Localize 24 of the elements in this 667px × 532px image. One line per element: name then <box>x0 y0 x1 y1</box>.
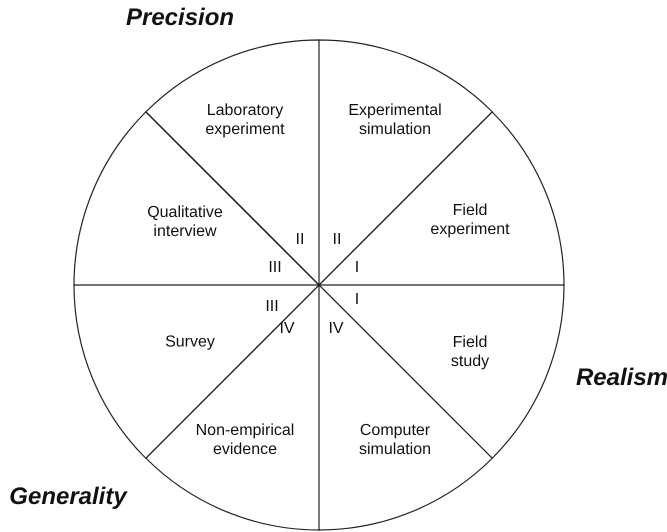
quadrant-numeral: IV <box>328 320 344 338</box>
quadrant-numeral: IV <box>279 320 295 338</box>
sector-wedge <box>74 285 319 458</box>
method-label: Experimental simulation <box>347 101 443 139</box>
quadrant-numeral: II <box>332 231 342 249</box>
quadrant-numeral: I <box>354 259 360 277</box>
dimension-label: Precision <box>126 4 234 32</box>
method-label: Field experiment <box>429 200 511 239</box>
method-label: Field study <box>450 333 490 371</box>
sector-wedge <box>319 285 492 530</box>
method-label: Laboratory experiment <box>204 101 286 139</box>
quadrant-numeral: II <box>296 231 304 249</box>
quadrant-numeral: III <box>265 298 279 316</box>
sector-wedge <box>319 285 564 458</box>
method-label: Qualitative interview <box>146 202 224 241</box>
quadrant-numeral: I <box>354 291 360 309</box>
quadrant-numeral: III <box>268 259 282 277</box>
sector-wedge <box>146 285 319 530</box>
sector-wedge <box>146 40 319 285</box>
method-label: Survey <box>164 332 216 352</box>
method-label: Non-empirical evidence <box>194 421 296 459</box>
dimension-label: Generality <box>9 483 127 511</box>
dimension-label: Realism <box>576 364 667 392</box>
method-label: Computer simulation <box>358 421 432 459</box>
